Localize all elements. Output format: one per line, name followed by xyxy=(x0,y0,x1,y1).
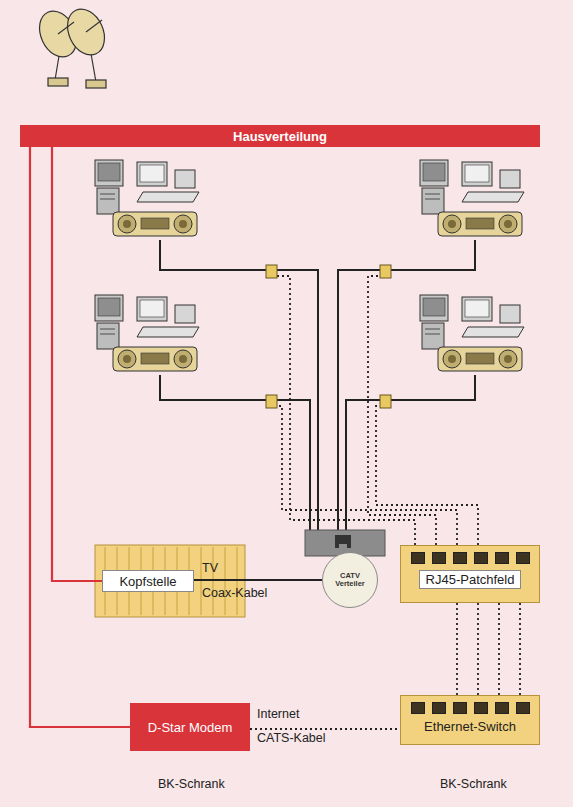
rj45-port xyxy=(411,552,425,564)
node-label: D-Star Modem xyxy=(148,720,233,735)
ethernet-cable xyxy=(456,603,458,695)
cabinet-label: BK-Schrank xyxy=(440,777,507,791)
node-label: RJ45-Patchfeld xyxy=(419,570,522,589)
node-label: Kopfstelle xyxy=(119,574,176,589)
rj45-port xyxy=(453,702,467,714)
cable-line xyxy=(30,147,130,727)
switch-box: Ethernet-Switch xyxy=(400,695,540,745)
signal-label: Internet xyxy=(257,707,299,721)
modem-box: D-Star Modem xyxy=(130,703,250,751)
patch-panel: RJ45-Patchfeld xyxy=(400,545,540,603)
ethernet-cable xyxy=(477,603,479,695)
rj45-port xyxy=(432,702,446,714)
ethernet-cable xyxy=(498,603,500,695)
rj45-port xyxy=(516,702,530,714)
cable-line xyxy=(194,579,322,581)
port-row xyxy=(411,702,530,714)
cable-line xyxy=(52,147,102,581)
signal-label: TV xyxy=(202,561,218,575)
rj45-port xyxy=(411,702,425,714)
rj45-port xyxy=(432,552,446,564)
rj45-port xyxy=(516,552,530,564)
rj45-port xyxy=(474,552,488,564)
band: Hausverteilung xyxy=(20,125,540,147)
cable-label: CATS-Kabel xyxy=(257,731,326,745)
head-end-box: Kopfstelle xyxy=(102,570,194,592)
ethernet-cable xyxy=(250,728,400,730)
distributor-circle: CATV Verteiler xyxy=(322,552,378,608)
ethernet-cable xyxy=(519,603,521,695)
cable-label: Coax-Kabel xyxy=(202,586,267,600)
rj45-port xyxy=(453,552,467,564)
port-row xyxy=(411,552,530,564)
rj45-port xyxy=(474,702,488,714)
rj45-port xyxy=(495,702,509,714)
rj45-port xyxy=(495,552,509,564)
node-label: Hausverteilung xyxy=(233,129,327,144)
cabinet-label: BK-Schrank xyxy=(158,777,225,791)
node-label: Ethernet-Switch xyxy=(424,719,516,734)
node-label: CATV Verteiler xyxy=(326,572,374,589)
